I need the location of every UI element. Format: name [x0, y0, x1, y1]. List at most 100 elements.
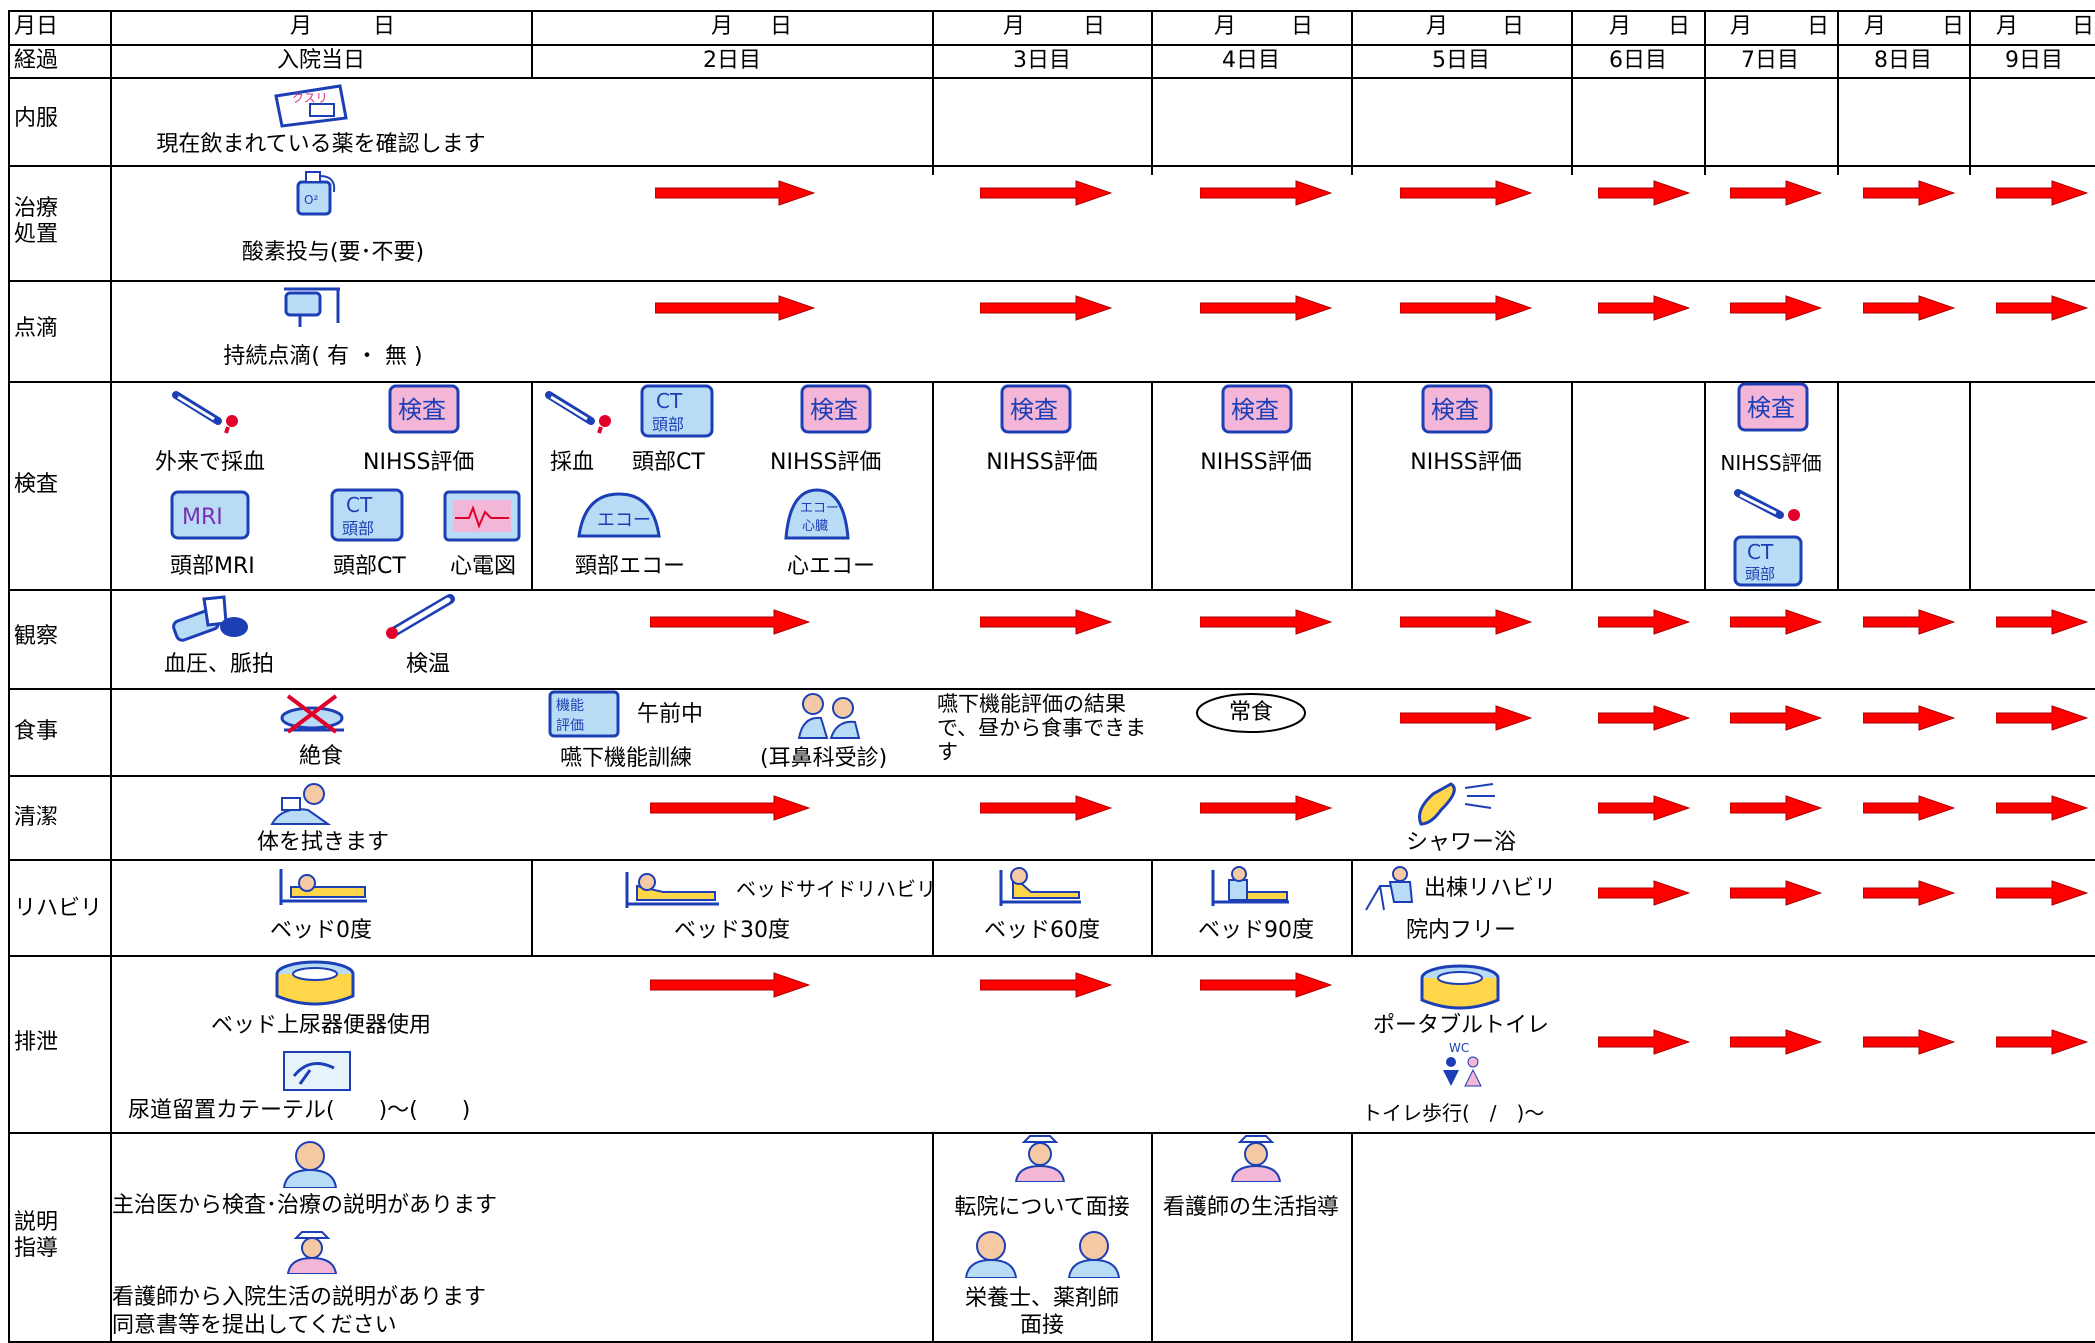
right-arrow-icon: [1200, 972, 1332, 998]
day-header: 4日目: [1222, 48, 1280, 73]
svg-text:O²: O²: [304, 193, 318, 207]
right-arrow-icon: [1730, 880, 1822, 906]
right-arrow-icon: [1200, 180, 1332, 206]
day-label: 日: [373, 14, 396, 39]
svg-text:エコー: エコー: [800, 501, 839, 516]
excretion-catheter: 尿道留置カテーテル( )～( ): [128, 1098, 471, 1123]
guidance-nurse-life: 看護師の生活指導: [1162, 1195, 1340, 1220]
ct-badge-icon: CT 頭部: [640, 384, 714, 438]
day-header: 8日目: [1874, 48, 1932, 73]
catheter-icon: [283, 1051, 351, 1091]
guidance-nurse: 看護師から入院生活の説明があります: [112, 1285, 487, 1310]
grid-line: [1571, 381, 1573, 589]
exam-neck-echo: 頸部エコー: [575, 554, 686, 579]
grid-line: [531, 859, 533, 955]
right-arrow-icon: [1730, 609, 1822, 635]
right-arrow-icon: [1996, 795, 2088, 821]
right-arrow-icon: [1863, 295, 1955, 321]
grid-line: [932, 10, 934, 175]
portable-toilet-icon: [1420, 964, 1500, 1010]
right-arrow-icon: [1863, 795, 1955, 821]
month-label: 月: [1996, 14, 2019, 39]
right-arrow-icon: [980, 295, 1112, 321]
kensa-badge-icon: 検査: [1421, 384, 1493, 434]
dietitian-icon: [964, 1231, 1018, 1278]
rehab-bed0: ベッド0度: [270, 918, 372, 943]
month-label: 月: [1609, 14, 1632, 39]
meal-fasting: 絶食: [298, 744, 344, 769]
neck-echo-icon: エコー: [577, 492, 661, 538]
bedpan-icon: [275, 960, 355, 1006]
day-header: 6日目: [1609, 48, 1667, 73]
excretion-bedpan: ベッド上尿器便器使用: [210, 1013, 432, 1038]
mri-badge-icon: MRI: [170, 490, 250, 540]
walker-icon: [1365, 866, 1414, 911]
row-label-observation: 観察: [14, 624, 59, 649]
rehab-bed60: ベッド60度: [984, 918, 1100, 943]
exam-nihss: NIHSS評価: [363, 450, 475, 475]
grid-line: [1351, 10, 1353, 175]
medicine-icon: クスリ: [274, 84, 348, 128]
treatment-text: 酸素投与(要･不要): [241, 240, 425, 265]
grid-line: [1151, 859, 1153, 955]
pharmacist-icon: [1067, 1231, 1121, 1278]
right-arrow-icon: [980, 795, 1112, 821]
hygiene-wipe: 体を拭きます: [256, 830, 390, 855]
right-arrow-icon: [1598, 609, 1690, 635]
blood-pressure-icon: [172, 595, 248, 642]
bed-90-icon: [1211, 866, 1289, 906]
day-header: 2日目: [703, 48, 761, 73]
grid-line: [8, 955, 2095, 957]
day-label: 日: [2072, 14, 2095, 39]
grid-line: [1351, 859, 1353, 955]
heart-echo-icon: エコー 心臓: [784, 488, 850, 540]
right-arrow-icon: [1863, 180, 1955, 206]
kensa-badge-icon: 検査: [800, 384, 872, 434]
right-arrow-icon: [1863, 880, 1955, 906]
bed-60-icon: [999, 867, 1081, 906]
day-header: 5日目: [1432, 48, 1490, 73]
grid-line: [1704, 10, 1706, 175]
svg-text:CT: CT: [1747, 540, 1774, 564]
right-arrow-icon: [655, 295, 815, 321]
svg-text:検査: 検査: [1010, 396, 1058, 424]
grid-line: [1151, 1132, 1153, 1343]
body-wipe-icon: [270, 783, 332, 825]
nurse-icon: [1230, 1135, 1282, 1182]
day-label: 日: [1942, 14, 1965, 39]
row-label-exam: 検査: [14, 472, 59, 497]
right-arrow-icon: [1200, 609, 1332, 635]
right-arrow-icon: [1996, 295, 2088, 321]
right-arrow-icon: [1730, 180, 1822, 206]
medicine-badge-text: クスリ: [292, 91, 328, 105]
rehab-free: 院内フリー: [1405, 918, 1517, 943]
syringe-icon: [172, 391, 238, 434]
day-header: 7日目: [1741, 48, 1799, 73]
right-arrow-icon: [980, 180, 1112, 206]
day-label: 日: [1502, 14, 1525, 39]
right-arrow-icon: [1400, 180, 1532, 206]
kensa-badge-icon: 検査: [1000, 384, 1072, 434]
right-arrow-icon: [1863, 609, 1955, 635]
exam-blood: 採血: [550, 450, 595, 475]
month-label: 月: [1864, 14, 1887, 39]
right-arrow-icon: [980, 609, 1112, 635]
day-label: 日: [770, 14, 793, 39]
thermometer-icon: [386, 594, 455, 639]
right-arrow-icon: [650, 795, 810, 821]
svg-text:WC: WC: [1449, 1041, 1469, 1055]
right-arrow-icon: [1730, 1029, 1822, 1055]
right-arrow-icon: [1863, 1029, 1955, 1055]
month-label: 月: [290, 14, 313, 39]
grid-line: [1351, 381, 1353, 589]
grid-line: [1704, 381, 1706, 589]
rehab-ward: 出棟リハビリ: [1424, 876, 1557, 901]
month-label: 月: [1214, 14, 1237, 39]
row-label-rehab: リハビリ: [14, 896, 103, 921]
right-arrow-icon: [1996, 1029, 2088, 1055]
exam-nihss: NIHSS評価: [1410, 450, 1522, 475]
right-arrow-icon: [1996, 880, 2088, 906]
month-label: 月: [711, 14, 734, 39]
grid-line: [1351, 1132, 1353, 1343]
right-arrow-icon: [650, 972, 810, 998]
